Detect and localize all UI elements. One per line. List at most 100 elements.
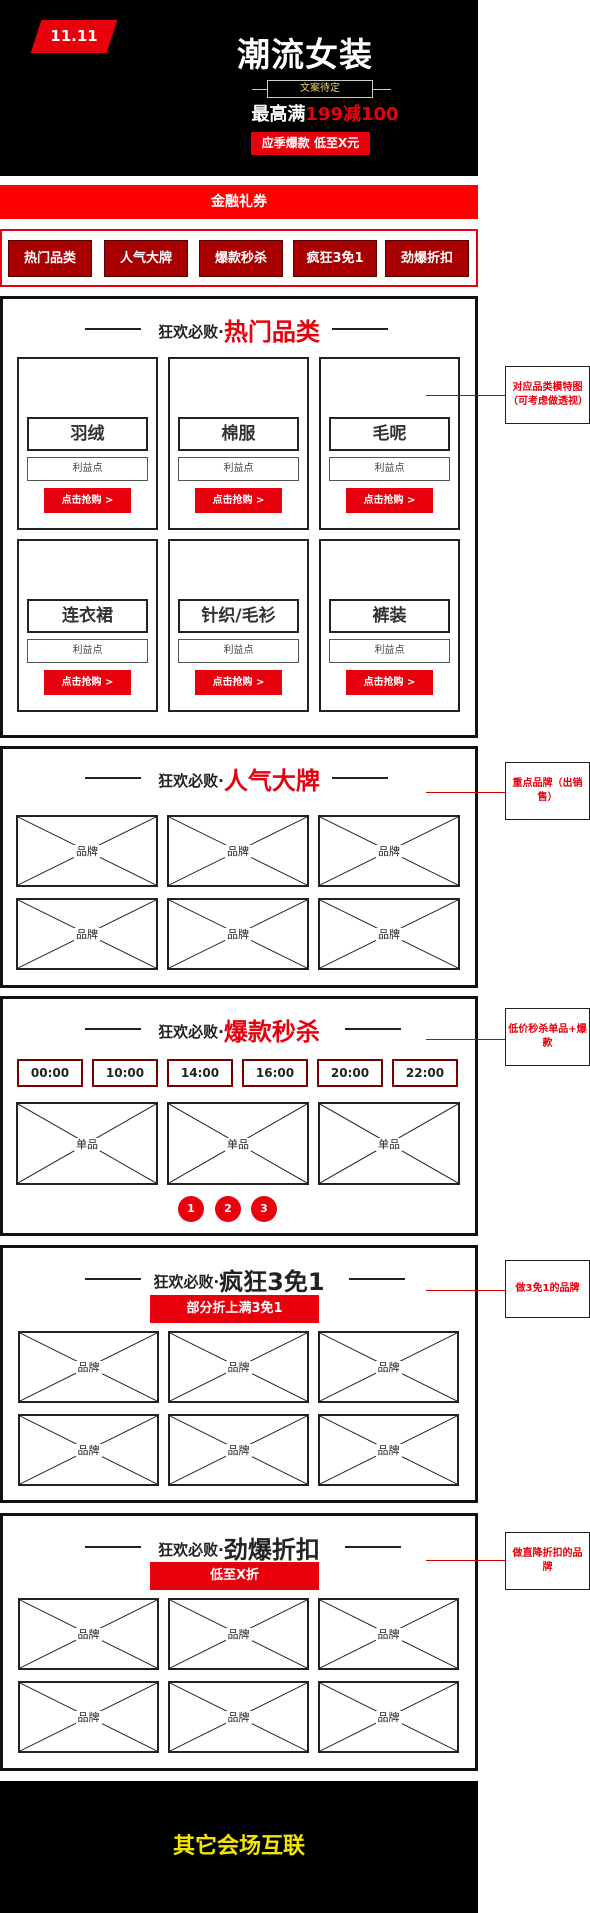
divider — [345, 1028, 401, 1030]
brand-tile[interactable]: 品牌 — [167, 815, 309, 887]
brand-tile[interactable]: 品牌 — [168, 1681, 309, 1753]
tile-label: 品牌 — [375, 1361, 402, 1374]
benefit-point: 利益点 — [27, 457, 148, 481]
section-title: 狂欢必败·人气大牌 — [0, 761, 478, 796]
category-name: 连衣裙 — [27, 599, 148, 633]
tile-label: 品牌 — [75, 1628, 102, 1641]
product-tile[interactable]: 单品 — [167, 1102, 309, 1185]
brand-tile[interactable]: 品牌 — [167, 898, 309, 970]
benefit-point: 利益点 — [27, 639, 148, 663]
section-prefix: 狂欢必败· — [158, 1541, 224, 1559]
nav-popular-brands[interactable]: 人气大牌 — [104, 240, 188, 277]
brand-tile[interactable]: 品牌 — [318, 1414, 459, 1486]
brand-tile[interactable]: 品牌 — [16, 815, 158, 887]
benefit-point: 利益点 — [329, 457, 450, 481]
category-card[interactable] — [319, 357, 460, 530]
brand-tile[interactable]: 品牌 — [318, 1681, 459, 1753]
discount-section — [0, 1513, 478, 1771]
tile-label: 品牌 — [225, 1444, 252, 1457]
category-card[interactable] — [17, 357, 158, 530]
category-name: 羽绒 — [27, 417, 148, 451]
section-prefix: 狂欢必败· — [158, 1023, 224, 1041]
brand-tile[interactable]: 品牌 — [168, 1331, 309, 1403]
section-title-accent: 劲爆折扣 — [223, 1536, 320, 1564]
page-dot[interactable]: 2 — [215, 1196, 241, 1222]
buy-now-button[interactable]: 点击抢购 > — [346, 670, 433, 695]
divider — [85, 1546, 141, 1548]
section-title-accent: 疯狂3免1 — [219, 1268, 325, 1296]
divider — [332, 328, 388, 330]
category-card[interactable] — [17, 539, 158, 712]
benefit-point: 利益点 — [178, 639, 299, 663]
brand-tile[interactable]: 品牌 — [318, 1331, 459, 1403]
divider — [345, 1546, 401, 1548]
event-badge-label: 11.11 — [50, 27, 98, 45]
brand-tile[interactable]: 品牌 — [318, 1598, 459, 1670]
hot-categories-section — [0, 296, 478, 738]
hero-subtitle: 文案待定 — [267, 80, 373, 98]
divider — [85, 777, 141, 779]
page-dot[interactable]: 1 — [178, 1196, 204, 1222]
promo-banner: 低至X折 — [150, 1562, 319, 1590]
tile-label: 单品 — [376, 1137, 402, 1151]
tile-label: 品牌 — [375, 1444, 402, 1457]
buy-now-button[interactable]: 点击抢购 > — [44, 670, 131, 695]
brand-tile[interactable]: 品牌 — [18, 1598, 159, 1670]
brand-tile[interactable]: 品牌 — [18, 1414, 159, 1486]
buy-now-button[interactable]: 点击抢购 > — [195, 670, 282, 695]
category-name: 裤装 — [329, 599, 450, 633]
time-slot-tab[interactable]: 16:00 — [242, 1059, 308, 1087]
other-venues-banner[interactable]: 其它会场互联 — [0, 1781, 478, 1913]
category-card[interactable] — [168, 539, 309, 712]
annotation-note: 做直降折扣的品牌 — [505, 1532, 590, 1590]
divider — [85, 1028, 141, 1030]
divider — [332, 777, 388, 779]
product-tile[interactable]: 单品 — [318, 1102, 460, 1185]
tile-label: 品牌 — [375, 1628, 402, 1641]
category-card[interactable] — [319, 539, 460, 712]
tile-label: 品牌 — [74, 928, 100, 941]
flash-sale-section — [0, 996, 478, 1236]
benefit-point: 利益点 — [329, 639, 450, 663]
brand-tile[interactable]: 品牌 — [318, 898, 460, 970]
brand-tile[interactable]: 品牌 — [18, 1331, 159, 1403]
brand-tile[interactable]: 品牌 — [16, 898, 158, 970]
brand-tile[interactable]: 品牌 — [168, 1414, 309, 1486]
time-slot-tab[interactable]: 20:00 — [317, 1059, 383, 1087]
divider — [252, 89, 267, 90]
annotation-line — [426, 1560, 505, 1561]
time-slot-tab[interactable]: 10:00 — [92, 1059, 158, 1087]
time-slot-tab[interactable]: 00:00 — [17, 1059, 83, 1087]
hero-cta-button[interactable]: 应季爆款 低至X元 — [251, 132, 370, 155]
time-slot-tab[interactable]: 22:00 — [392, 1059, 458, 1087]
divider — [85, 328, 141, 330]
nav-flash-sale[interactable]: 爆款秒杀 — [199, 240, 283, 277]
nav-three-free-one[interactable]: 疯狂3免1 — [293, 240, 377, 277]
buy-now-button[interactable]: 点击抢购 > — [44, 488, 131, 513]
brand-tile[interactable]: 品牌 — [318, 815, 460, 887]
tile-label: 品牌 — [75, 1444, 102, 1457]
tile-label: 品牌 — [75, 1361, 102, 1374]
brand-tile[interactable]: 品牌 — [18, 1681, 159, 1753]
product-tile[interactable]: 单品 — [16, 1102, 158, 1185]
nav-discount[interactable]: 劲爆折扣 — [385, 240, 469, 277]
buy-now-button[interactable]: 点击抢购 > — [346, 488, 433, 513]
time-slot-tab[interactable]: 14:00 — [167, 1059, 233, 1087]
annotation-note: 低价秒杀单品+爆款 — [505, 1008, 590, 1066]
popular-brands-section — [0, 746, 478, 988]
page-dot[interactable]: 3 — [251, 1196, 277, 1222]
hero-title: 潮流女装 — [237, 35, 373, 74]
tile-label: 品牌 — [376, 845, 402, 858]
annotation-line — [426, 395, 505, 396]
category-card[interactable] — [168, 357, 309, 530]
tile-label: 品牌 — [75, 1711, 102, 1724]
coupon-bar[interactable]: 金融礼券 — [0, 185, 478, 219]
category-name: 针织/毛衫 — [178, 599, 299, 633]
tile-label: 品牌 — [376, 928, 402, 941]
section-prefix: 狂欢必败· — [158, 772, 224, 790]
brand-tile[interactable]: 品牌 — [168, 1598, 309, 1670]
tile-label: 品牌 — [225, 1711, 252, 1724]
buy-now-button[interactable]: 点击抢购 > — [195, 488, 282, 513]
tile-label: 品牌 — [225, 1628, 252, 1641]
nav-hot-categories[interactable]: 热门品类 — [8, 240, 92, 277]
